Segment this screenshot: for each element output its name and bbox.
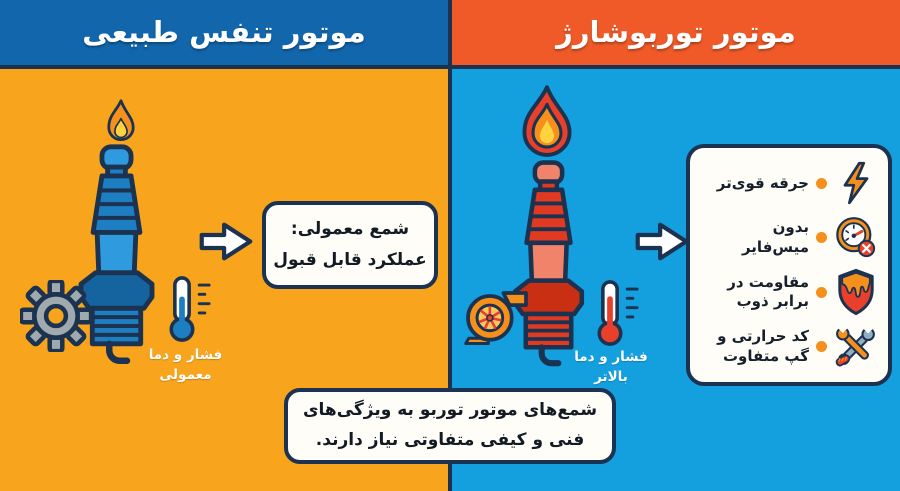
spark-plug-icon [496,158,601,370]
left-pressure-label: فشار و دما معمولی [128,346,243,385]
flame-icon [100,98,142,148]
feature-label: مقاومت در برابر ذوب [727,272,809,311]
thermometer-icon [590,276,640,350]
right-pressure-label: فشار و دما بالاتر [556,348,666,387]
arrow-right-icon [198,219,254,264]
callout-line1: شمع معمولی: [290,219,410,240]
bullet-dot [816,177,827,189]
feature-label: کد حرارتی و گپ متفاوت [717,327,809,365]
feature-row-stronger-spark: جرقه قوی‌تر [700,161,878,205]
left-callout-box: شمع معمولی: عملکرد قابل قبول [262,201,438,289]
right-pressure-line2: بالاتر [594,368,628,385]
left-pressure-line2: معمولی [159,366,212,383]
tools-icon [834,323,878,369]
bullet-dot [816,286,827,298]
right-pressure-line1: فشار و دما [574,349,648,365]
turbocharger-icon [458,284,530,348]
header-divider [0,65,900,69]
feature-label: بدون میس‌فایر [741,218,809,256]
features-panel: جرقه قوی‌تر بدون میس‌فایر [686,144,892,386]
feature-row-melt-resistance: مقاومت در برابر ذوب [700,269,878,316]
shield-icon [834,269,878,316]
footer-note-box: شمع‌های موتور توربو به ویژگی‌های فنی و ک… [284,388,616,464]
left-pressure-line1: فشار و دما [148,347,223,363]
lightning-icon [834,161,878,205]
feature-label: جرقه قوی‌تر [716,173,809,192]
footer-line1: شمع‌های موتور توربو به ویژگی‌های [302,400,598,421]
feature-row-heat-code-gap: کد حرارتی و گپ متفاوت [700,323,878,369]
footer-line2: فنی و کیفی متفاوتی نیاز دارند. [315,430,585,450]
bullet-dot [816,232,827,244]
bullet-dot [816,341,827,353]
feature-row-no-misfire: بدون میس‌فایر [700,216,878,260]
arrow-right-icon [634,219,690,264]
gear-icon [20,280,92,352]
vertical-divider [448,0,452,491]
left-header: موتور تنفس طبیعی [0,0,448,65]
spark-plug-icon [64,142,169,368]
thermometer-icon [162,272,212,346]
flame-icon [512,82,582,164]
right-header: موتور توربوشارژ [452,0,900,65]
left-title: موتور تنفس طبیعی [82,15,366,49]
callout-line2: عملکرد قابل قبول [273,250,427,270]
right-title: موتور توربوشارژ [556,15,796,49]
gauge-icon [834,216,878,260]
